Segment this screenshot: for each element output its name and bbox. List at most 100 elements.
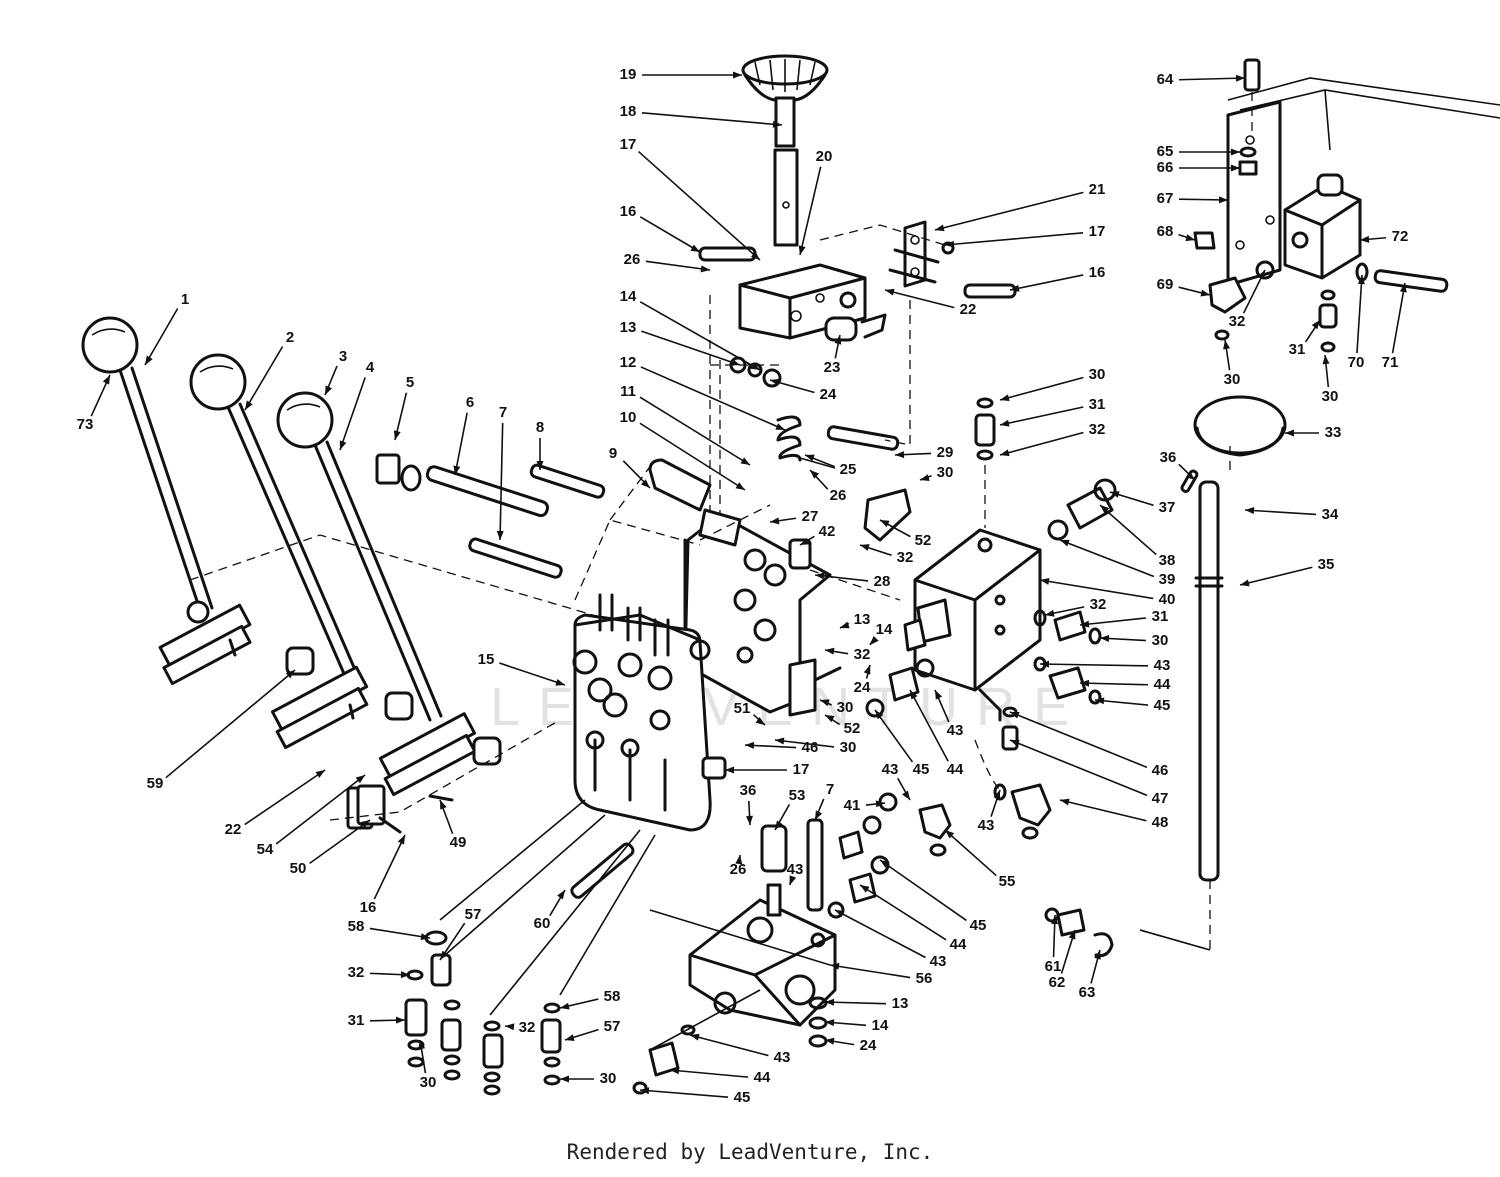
arrowhead-c58 [420, 933, 430, 941]
arrowhead-c36b [745, 815, 753, 825]
arrowhead-c30d [775, 737, 785, 745]
callout-c26: 26 [830, 487, 847, 504]
reservoir-assembly [1139, 58, 1500, 951]
arrowhead-c53 [775, 820, 783, 830]
arrowhead-c66 [1231, 164, 1240, 172]
callout-c43f: 43 [882, 761, 899, 778]
fitting-42 [788, 538, 812, 570]
callout-c44b: 44 [950, 936, 967, 953]
lock-nut-24 [762, 368, 782, 388]
leader-c34 [1244, 509, 1317, 516]
callout-c67: 67 [1157, 190, 1174, 207]
arrowhead-c12 [775, 423, 785, 430]
arrowhead-c36 [1185, 471, 1195, 480]
handle-shaft-18 [774, 96, 796, 148]
elbow-48 [1010, 783, 1052, 827]
callout-c54: 54 [257, 841, 274, 858]
arrowhead-c58b [560, 1002, 570, 1010]
callout-c37: 37 [1159, 499, 1176, 516]
arrowhead-c17 [750, 251, 760, 260]
arrowhead-c7 [496, 530, 504, 540]
leader-c22 [884, 289, 955, 309]
arrowhead-c30 [1000, 394, 1010, 402]
callout-c55: 55 [999, 873, 1016, 890]
callout-c72: 72 [1392, 228, 1409, 245]
callout-c30b: 30 [420, 1074, 437, 1091]
callout-c56: 56 [916, 970, 933, 987]
arrowhead-c16 [690, 244, 700, 252]
callout-c34: 34 [1322, 506, 1339, 523]
arrowhead-c24 [770, 378, 780, 386]
arrowhead-c24b [825, 1037, 835, 1045]
arrowhead-c26c [700, 265, 710, 273]
arrowhead-c7b [815, 810, 823, 820]
arrowhead-c17b [725, 766, 734, 774]
callout-c13: 13 [620, 319, 637, 336]
arrowhead-c14 [750, 362, 760, 370]
callout-c51: 51 [734, 700, 751, 717]
arrowhead-c14b [825, 1019, 835, 1027]
arrowhead-c57 [440, 950, 449, 960]
callout-c32d: 32 [1090, 596, 1107, 613]
leader-c40 [1039, 579, 1154, 600]
leader-c48 [1059, 799, 1147, 822]
leader-c54 [275, 774, 366, 845]
arrowhead-c41 [875, 800, 885, 808]
mounting-plate-67 [1226, 100, 1282, 287]
callout-c18: 18 [620, 103, 637, 120]
arrowhead-c62 [1068, 930, 1076, 940]
elbow-55 [918, 803, 952, 840]
arrowhead-c33 [1285, 429, 1294, 437]
arrowhead-c32e [860, 544, 870, 551]
valve-block-40 [913, 528, 1042, 692]
callout-c10: 10 [620, 409, 637, 426]
leader-c26c [645, 260, 711, 271]
arrowhead-c43e [935, 690, 943, 700]
callout-leader-lines [90, 71, 1407, 1099]
arrowhead-c13c [840, 621, 850, 629]
arrowhead-c26b [735, 855, 743, 865]
arrowhead-c34 [1245, 507, 1255, 515]
bushing-59-b [384, 691, 414, 721]
handle-tube-17 [773, 148, 799, 247]
leader-c6 [454, 412, 468, 476]
lower-valve-assembly [404, 792, 1211, 1096]
arrowhead-c10 [735, 482, 745, 490]
callout-c31d: 31 [1289, 341, 1306, 358]
callout-c46: 46 [1152, 762, 1169, 779]
callout-c59: 59 [147, 775, 164, 792]
leader-c44d [909, 689, 949, 762]
callout-c11: 11 [620, 383, 636, 400]
leader-c7 [499, 422, 504, 541]
callout-c57b: 57 [604, 1018, 621, 1035]
arrowhead-c31d [1311, 320, 1320, 330]
arrowhead-c30h [1322, 355, 1330, 365]
arrowhead-c43c [690, 1033, 700, 1041]
leader-c64 [1178, 77, 1246, 81]
leader-c16b [373, 834, 406, 900]
callout-c44d: 44 [947, 761, 964, 778]
clip-5 [375, 453, 401, 485]
arrowhead-c65 [1231, 148, 1240, 156]
arrowhead-c40 [1040, 577, 1050, 585]
lift-handle-assembly [698, 54, 1017, 515]
arrowhead-c17c [945, 240, 955, 248]
arrowhead-c20 [798, 245, 806, 255]
callout-c60: 60 [534, 915, 551, 932]
callout-c62: 62 [1049, 974, 1066, 991]
arrowhead-c61 [1051, 915, 1059, 925]
arrowhead-c2 [245, 400, 253, 410]
callout-c26c: 26 [624, 251, 641, 268]
callout-c42: 42 [819, 523, 836, 540]
leader-c4 [339, 377, 366, 451]
arrowhead-c22 [885, 288, 895, 296]
arrowhead-c55 [945, 830, 955, 839]
arrowhead-c51 [755, 716, 765, 725]
callout-c31b: 31 [348, 1012, 365, 1029]
arrowhead-c45d [875, 710, 884, 720]
callout-labels: 1234567891011121314151617181920212223242… [77, 66, 1409, 1106]
arrowhead-c52 [880, 520, 890, 528]
callout-c69: 69 [1157, 276, 1174, 293]
callout-c1: 1 [181, 291, 189, 308]
